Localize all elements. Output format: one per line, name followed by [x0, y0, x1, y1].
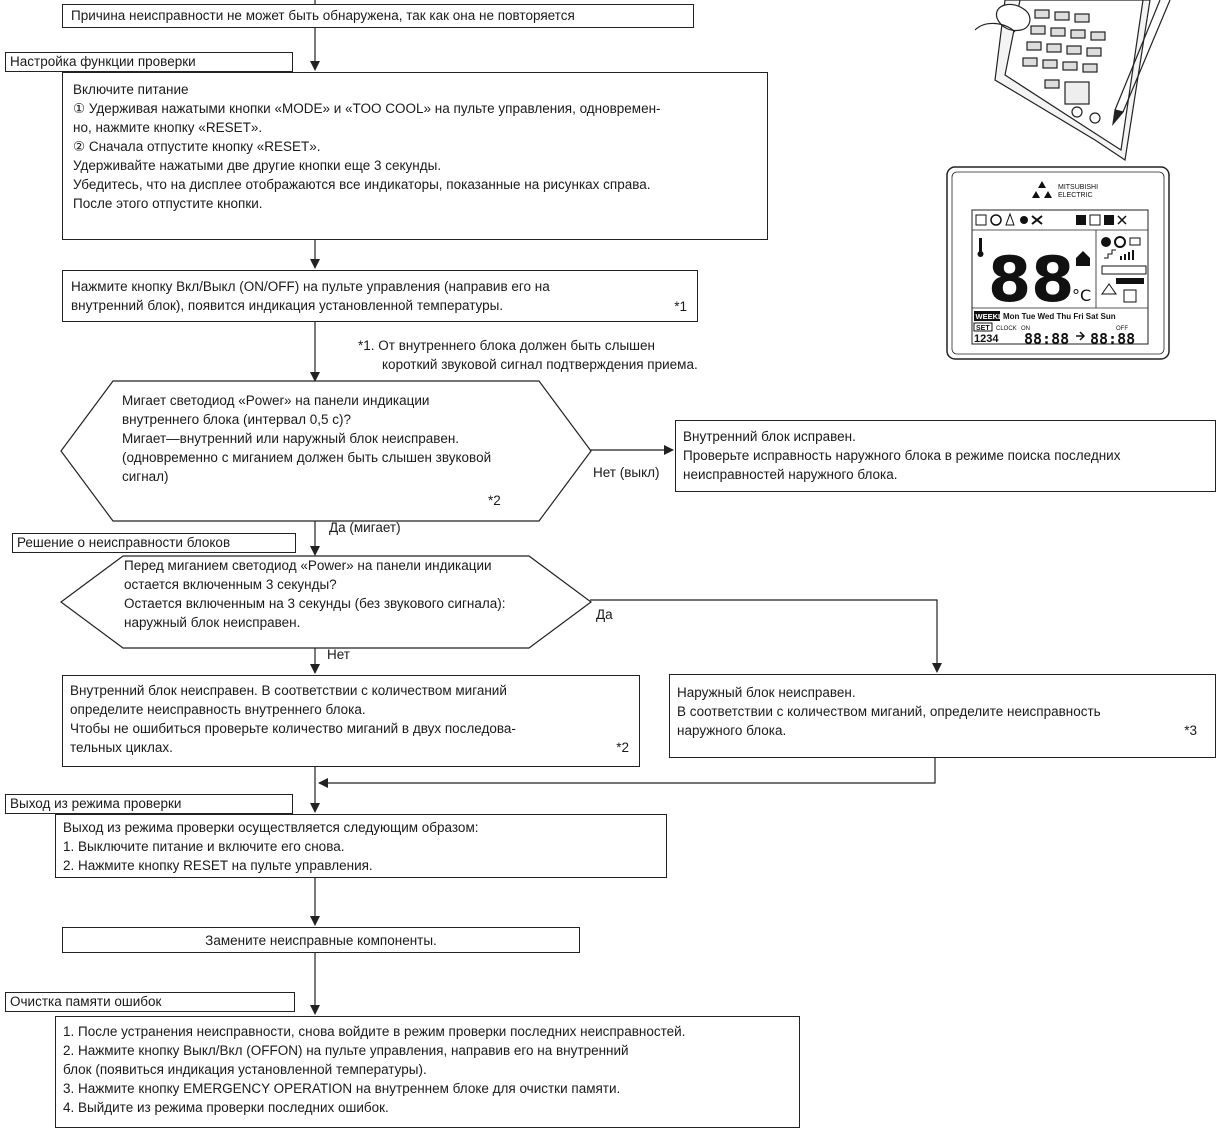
- fan-and-signal-icons: [1101, 236, 1147, 303]
- replace-box: Замените неисправные компоненты.: [62, 927, 580, 953]
- arrow-yes: [590, 599, 942, 673]
- on-text: ON: [1021, 326, 1030, 332]
- section-clear-label: Очистка памяти ошибок: [5, 992, 295, 1012]
- mode-icons: [975, 212, 1127, 226]
- weekly-badge: [974, 311, 1000, 321]
- clear-line: 2. Нажмите кнопку Выкл/Вкл (OFFON) на пу…: [63, 1043, 629, 1058]
- time-off: 88:88: [1090, 330, 1135, 348]
- mitsubishi-logo-icon: [1032, 181, 1052, 198]
- indoor-fault-box: Внутренний блок неисправен. В соответств…: [62, 675, 640, 767]
- arrow-outdoor-join: [318, 757, 936, 788]
- hex2-text: Перед миганием светодиод «Power» на пане…: [124, 556, 505, 632]
- setup-line: Убедитесь, что на дисплее отображаются в…: [73, 177, 651, 192]
- hex2-line: наружный блок неисправен.: [124, 615, 301, 630]
- hex1-line: Мигает светодиод «Power» на панели индик…: [122, 393, 430, 408]
- section-decision-label: Решение о неисправности блоков: [12, 533, 296, 553]
- indoor-fault-line: тельных циклах.: [70, 740, 173, 755]
- footnote-line: короткий звуковой сигнал подтверждения п…: [382, 357, 698, 372]
- hex1-line: сигнал): [122, 469, 169, 484]
- setup-line: После этого отпустите кнопки.: [73, 196, 263, 211]
- home-icon: [1076, 251, 1090, 266]
- set-text: SET: [976, 325, 990, 332]
- exit-box: Выход из режима проверки осуществляется …: [55, 814, 667, 878]
- setup-line: ② Сначала отпустите кнопку «RESET».: [73, 139, 321, 154]
- brand-line2: ELECTRIC: [1058, 192, 1093, 199]
- exit-line: Выход из режима проверки осуществляется …: [63, 820, 479, 835]
- indoor-fault-line: определите неисправность внутреннего бло…: [70, 702, 366, 717]
- exit-line: 1. Выключите питание и включите его снов…: [63, 839, 345, 854]
- outdoor-fault-line: Наружный блок неисправен.: [677, 685, 856, 700]
- footnote-line: *1. От внутреннего блока должен быть слы…: [358, 338, 655, 353]
- decision-hexagon-power-blink: [60, 380, 592, 522]
- outdoor-fault-line: В соответствии с количеством миганий, оп…: [677, 704, 1101, 719]
- no2-label: Нет: [327, 647, 350, 662]
- setup-line: Включите питание: [73, 82, 189, 97]
- top-box-text: Причина неисправности не может быть обна…: [71, 8, 575, 23]
- yes-label: Да: [596, 607, 613, 622]
- clock-text: CLOCK: [996, 326, 1017, 332]
- hex2-line: Перед миганием светодиод «Power» на пане…: [124, 558, 492, 573]
- clear-line: блок (появиться индикация установленной …: [63, 1062, 427, 1077]
- setup-line: ① Удерживая нажатыми кнопки «MODE» и «TO…: [73, 101, 661, 116]
- indoor-ok-line: неисправностей наружного блока.: [683, 467, 898, 482]
- clear-line: 3. Нажмите кнопку EMERGENCY OPERATION на…: [63, 1081, 621, 1096]
- decision-hexagon-led-3sec: [60, 555, 592, 649]
- onoff-note: *1: [674, 299, 687, 314]
- time-on: 88:88: [1024, 330, 1069, 348]
- footnote-1: *1. От внутреннего блока должен быть слы…: [358, 336, 698, 374]
- weekly-text: WEEKLY: [976, 312, 1007, 321]
- outdoor-fault-box: Наружный блок неисправен. В соответствии…: [669, 674, 1216, 758]
- onoff-line: внутренний блок), появится индикация уст…: [71, 298, 504, 313]
- yes-blink-label: Да (мигает): [329, 520, 401, 535]
- no-label: Нет (выкл): [593, 465, 660, 480]
- indoor-ok-line: Внутренний блок исправен.: [683, 429, 856, 444]
- remote-control-illustration: [975, 0, 1171, 162]
- hex1-line: (одновременно с миганием должен быть слы…: [122, 450, 492, 465]
- lcd-display-illustration: MITSUBISHI ELECTRIC 88 °C: [946, 166, 1170, 360]
- arrow-icon: [1076, 331, 1086, 341]
- hex1-line: Мигает—внутренний или наружный блок неис…: [122, 431, 460, 446]
- temp-unit: °C: [1072, 286, 1091, 305]
- indoor-fault-line: Чтобы не ошибиться проверьте количество …: [70, 721, 516, 736]
- temp-digits: 88: [988, 243, 1074, 316]
- replace-text: Замените неисправные компоненты.: [205, 933, 437, 948]
- clear-line: 1. После устранения неисправности, снова…: [63, 1024, 686, 1039]
- thermometer-icon: [979, 238, 982, 252]
- section-setup-label: Настройка функции проверки: [5, 52, 293, 72]
- hex2-line: Остается включенным на 3 секунды (без зв…: [124, 596, 506, 611]
- hex1-line: внутреннего блока (интервал 0,5 с)?: [122, 412, 351, 427]
- program-numbers: 1234: [974, 333, 999, 345]
- off-text: OFF: [1116, 326, 1128, 332]
- hex2-line: остается включенным 3 секунды?: [124, 577, 337, 592]
- indoor-ok-line: Проверьте исправность наружного блока в …: [683, 448, 1121, 463]
- clear-line: 4. Выйдите из режима проверки последних …: [63, 1100, 389, 1115]
- hex1-note: *2: [488, 493, 501, 508]
- setup-box: Включите питание ① Удерживая нажатыми кн…: [62, 72, 768, 240]
- setup-line: Удерживайте нажатыми две другие кнопки е…: [73, 158, 442, 173]
- onoff-box: Нажмите кнопку Вкл/Выкл (ON/OFF) на пуль…: [62, 270, 698, 322]
- top-box: Причина неисправности не может быть обна…: [62, 4, 694, 28]
- exit-line: 2. Нажмите кнопку RESET на пульте управл…: [63, 858, 373, 873]
- hex1-text: Мигает светодиод «Power» на панели индик…: [122, 391, 491, 486]
- set-badge: [973, 322, 993, 332]
- indoor-ok-box: Внутренний блок исправен. Проверьте испр…: [675, 420, 1216, 492]
- days-row: Mon Tue Wed Thu Fri Sat Sun: [1003, 312, 1116, 321]
- brand-line1: MITSUBISHI: [1058, 184, 1098, 191]
- section-exit-label: Выход из режима проверки: [5, 794, 293, 814]
- outdoor-fault-line: наружного блока.: [677, 723, 787, 738]
- indoor-fault-line: Внутренний блок неисправен. В соответств…: [70, 683, 507, 698]
- clear-memory-box: 1. После устранения неисправности, снова…: [55, 1016, 800, 1128]
- indoor-fault-note: *2: [616, 740, 629, 755]
- onoff-line: Нажмите кнопку Вкл/Выкл (ON/OFF) на пуль…: [71, 279, 550, 294]
- outdoor-fault-note: *3: [1184, 723, 1197, 738]
- setup-line: но, нажмите кнопку «RESET».: [73, 120, 263, 135]
